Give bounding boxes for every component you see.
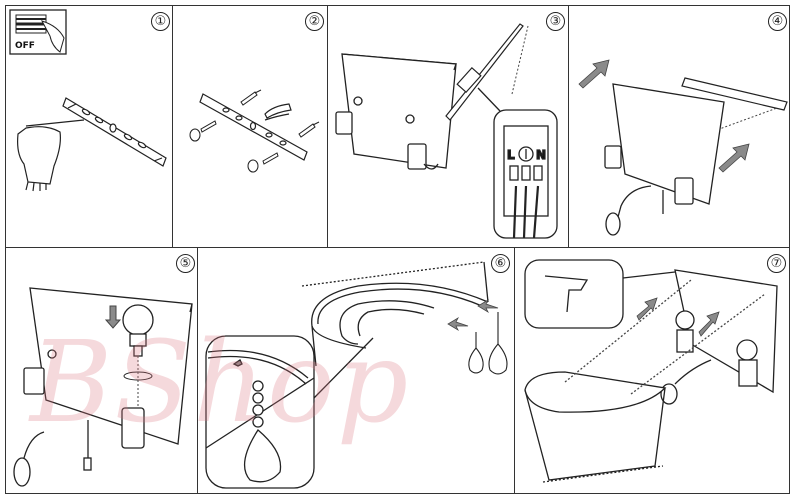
crystal-drop-icon	[468, 312, 508, 375]
terminal-block-callout: L N	[477, 87, 558, 239]
live-terminal-label: L	[507, 148, 515, 162]
direction-arrow-icon	[636, 297, 720, 337]
step-5-illustration	[13, 287, 193, 487]
light-bulb-icon	[122, 304, 154, 357]
step-panel-4: ④	[568, 5, 790, 249]
mounting-bracket	[681, 77, 788, 111]
step-number-1: ①	[151, 12, 170, 31]
step-number-3: ③	[546, 12, 565, 31]
wire-connector-icon	[264, 103, 292, 121]
detail-callout	[524, 259, 676, 329]
step-panel-7: ⑦	[514, 247, 790, 494]
lamp-shade	[524, 279, 766, 483]
step-number-4: ④	[768, 12, 787, 31]
direction-arrow-icon	[578, 59, 750, 173]
mounting-bracket	[62, 97, 167, 167]
off-label: OFF	[15, 41, 35, 51]
step-7-illustration	[524, 259, 778, 483]
mounting-bracket	[199, 93, 308, 161]
lamp-back-plate	[335, 53, 457, 170]
step-number-2: ②	[305, 12, 324, 31]
step-panel-5: ⑤	[5, 247, 199, 494]
step-3-illustration: L N	[335, 23, 558, 239]
step-6-illustration	[205, 261, 508, 489]
breaker-off-icon: OFF	[9, 9, 67, 55]
step-panel-2: ②	[172, 5, 329, 249]
step-panel-3: ③ L N	[327, 5, 570, 249]
hand-with-pencil-icon	[17, 119, 85, 192]
step-number-5: ⑤	[176, 254, 195, 273]
detail-callout	[205, 335, 374, 489]
step-panel-1: ① OFF	[5, 5, 174, 249]
direction-arrow-icon	[447, 298, 499, 332]
step-number-7: ⑦	[767, 254, 786, 273]
wall-plug-icon	[189, 128, 259, 173]
step-2-illustration	[189, 89, 320, 173]
step-4-illustration	[578, 59, 788, 236]
shade-rim	[301, 261, 489, 367]
down-arrow-icon	[104, 305, 122, 329]
lamp-back-plate	[13, 287, 193, 487]
lamp-back-plate	[604, 83, 725, 236]
step-panel-6: ⑥	[197, 247, 516, 494]
guide-line	[713, 107, 778, 132]
step-1-illustration: OFF	[9, 9, 167, 192]
step-number-6: ⑥	[491, 254, 510, 273]
screw-icon	[200, 89, 320, 165]
cable	[445, 23, 524, 121]
neutral-terminal-label: N	[536, 148, 546, 162]
